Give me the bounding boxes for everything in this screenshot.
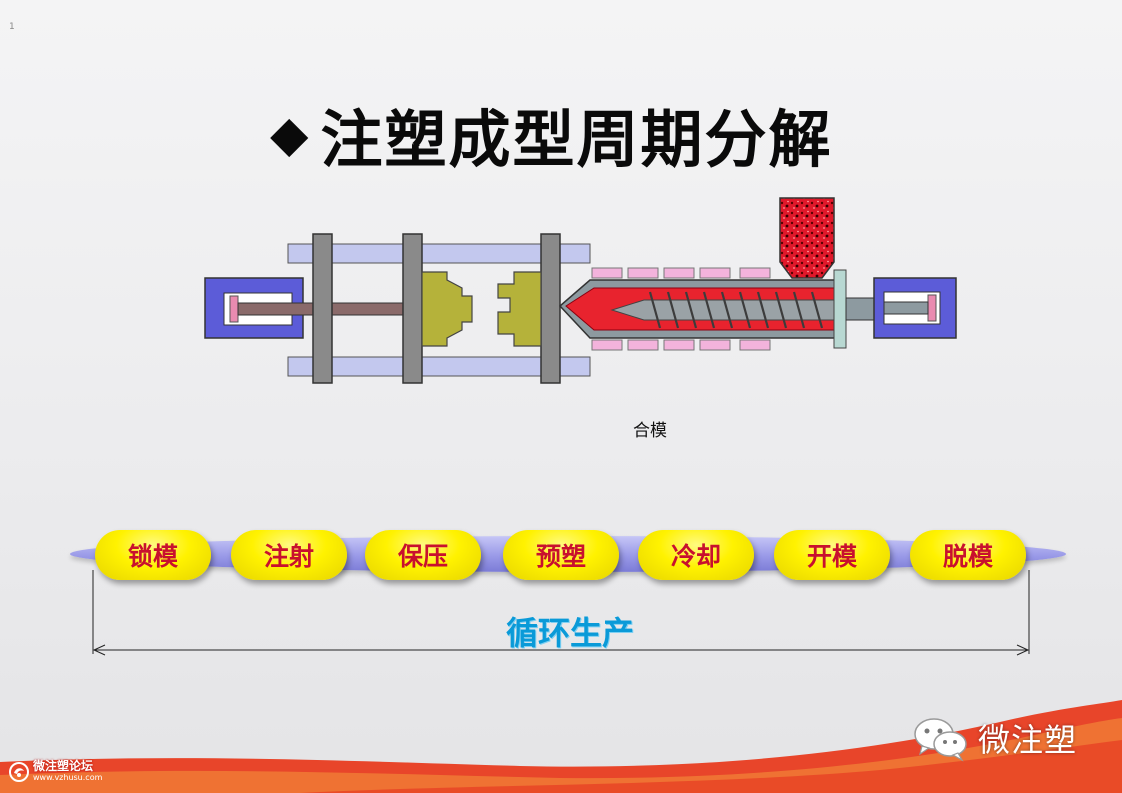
fixed-mold-half xyxy=(497,271,542,347)
cycle-label: 循环生产 xyxy=(505,614,634,652)
diamond-bullet-icon: ◆ xyxy=(270,105,311,163)
wechat-watermark: 微注塑 xyxy=(912,714,1077,762)
fixed-platen xyxy=(540,233,561,384)
barrel-flange xyxy=(833,269,847,349)
step-hold-pressure: 保压 xyxy=(365,530,481,580)
page-title: ◆ 注塑成型周期分解 xyxy=(270,94,910,176)
step-open-mold: 开模 xyxy=(774,530,890,580)
cycle-span-arrow xyxy=(92,570,1030,656)
step-cool: 冷却 xyxy=(638,530,754,580)
tie-bar-top xyxy=(287,243,591,264)
wechat-account-name: 微注塑 xyxy=(978,721,1078,759)
clamp-cylinder xyxy=(204,277,315,339)
hopper xyxy=(779,197,835,279)
step-plasticize: 预塑 xyxy=(503,530,619,580)
step-eject: 脱模 xyxy=(910,530,1026,580)
screw xyxy=(610,291,843,329)
wechat-icon xyxy=(914,718,967,762)
corner-mark: 1 xyxy=(9,22,15,32)
heater-bands-top xyxy=(591,267,771,279)
moving-mold-half xyxy=(421,271,473,347)
forum-logo-icon xyxy=(9,762,29,782)
step-clamp: 锁模 xyxy=(95,530,211,580)
injection-cylinder xyxy=(873,277,957,339)
forum-name: 微注塑论坛 xyxy=(33,759,94,773)
heater-bands-bottom xyxy=(591,339,771,351)
forum-watermark: 微注塑论坛 www.vzhusu.com xyxy=(8,759,103,783)
step-inject: 注射 xyxy=(231,530,347,580)
page-title-text: 注塑成型周期分解 xyxy=(320,103,833,176)
rear-platen xyxy=(312,233,333,384)
forum-url: www.vzhusu.com xyxy=(33,773,103,782)
moving-platen xyxy=(402,233,423,384)
footer-wave xyxy=(0,700,1122,793)
tie-bar-bottom xyxy=(287,356,591,377)
current-stage-label: 合模 xyxy=(633,421,667,441)
